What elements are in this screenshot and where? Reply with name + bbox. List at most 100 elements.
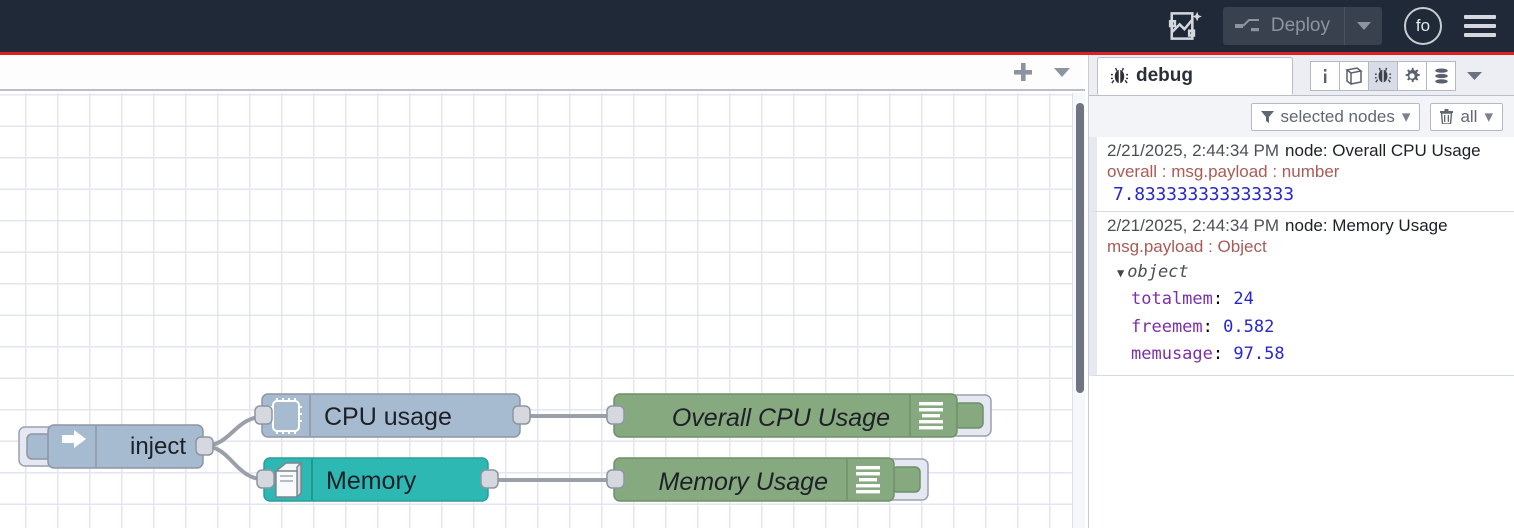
node-inject[interactable]: inject: [18, 424, 214, 469]
chevron-down-icon: ▾: [1401, 106, 1411, 126]
debug-filter-row: selected nodes ▾ all ▾: [1089, 96, 1514, 137]
flow-graph: inject: [18, 393, 992, 502]
app-header: Deploy fo: [0, 0, 1514, 52]
flow-tab-bar: [0, 55, 1085, 91]
inject-label: inject: [130, 433, 186, 460]
debug-sidebar: debug: [1088, 55, 1514, 528]
memory-input-port[interactable]: [256, 469, 275, 489]
cpu-usage-input-port[interactable]: [254, 405, 273, 425]
flow-assistant-button[interactable]: [1167, 7, 1205, 45]
avatar-initials: fo: [1415, 16, 1431, 35]
sidebar-tool-context[interactable]: [1426, 61, 1456, 91]
memory-output-port[interactable]: [480, 469, 499, 489]
debug-clear-label: all: [1460, 106, 1478, 126]
debug-node-filter-button[interactable]: selected nodes ▾: [1250, 102, 1421, 131]
flow-tab-menu-button[interactable]: [1053, 67, 1071, 78]
memory-usage-input-port[interactable]: [606, 469, 625, 489]
debug-object-property: totalmem: 24: [1107, 286, 1509, 314]
user-avatar[interactable]: fo: [1404, 7, 1442, 45]
sidebar-tool-config[interactable]: [1397, 61, 1427, 91]
debug-property-value: 0.582: [1223, 316, 1275, 337]
sidebar-tool-buttons: [1310, 61, 1483, 91]
memory-usage-label: Memory Usage: [659, 468, 829, 496]
debug-property-value: 97.58: [1233, 344, 1285, 365]
debug-lines-icon: [856, 466, 880, 494]
cpu-chip-icon: [270, 398, 302, 434]
arrow-right-icon: [62, 430, 86, 448]
flow-workspace: inject: [0, 55, 1085, 528]
chevron-down-icon: ▾: [1484, 106, 1493, 126]
info-icon: [1324, 69, 1327, 83]
debug-message-value: 7.833333333333333: [1113, 183, 1294, 205]
hamburger-menu-icon: [1464, 15, 1496, 19]
debug-message-source: node: Memory Usage: [1285, 215, 1448, 235]
main-menu-button[interactable]: [1464, 15, 1496, 37]
flow-assistant-icon: [1168, 11, 1202, 40]
sidebar-tool-help[interactable]: [1339, 61, 1369, 91]
debug-message[interactable]: 2/21/2025, 2:44:34 PM node: Overall CPU U…: [1089, 137, 1514, 212]
memory-label: Memory: [326, 467, 417, 495]
hamburger-bar-2: [1464, 24, 1496, 28]
database-icon: [1434, 68, 1448, 84]
overall-cpu-debug-button[interactable]: [954, 402, 984, 429]
node-memory[interactable]: Memory: [256, 457, 499, 502]
header-accent-line: [0, 52, 1514, 55]
debug-message-source: node: Overall CPU Usage: [1285, 141, 1481, 160]
debug-lines-icon: [919, 402, 943, 430]
flow-canvas[interactable]: inject: [0, 93, 1072, 528]
sidebar-tools-more-button[interactable]: [1466, 71, 1483, 81]
debug-message-timestamp: 2/21/2025, 2:44:34 PM: [1107, 141, 1280, 160]
canvas-vertical-scrollbar[interactable]: [1072, 93, 1085, 528]
trash-icon: [1440, 109, 1454, 124]
debug-node-filter-label: selected nodes: [1280, 106, 1395, 126]
overall-cpu-label: Overall CPU Usage: [672, 404, 890, 432]
book-icon: [1345, 67, 1363, 85]
debug-property-separator: :: [1202, 316, 1224, 337]
deploy-button-main[interactable]: Deploy: [1223, 7, 1344, 45]
debug-clear-button[interactable]: all ▾: [1430, 102, 1503, 131]
canvas-scrollbar-thumb[interactable]: [1076, 103, 1084, 393]
node-overall-cpu-usage[interactable]: Overall CPU Usage: [606, 393, 992, 438]
bug-icon: [1374, 67, 1392, 83]
bug-icon: [1110, 67, 1129, 84]
debug-property-key: totalmem: [1131, 289, 1213, 310]
add-flow-tab-button[interactable]: [1011, 60, 1035, 84]
node-memory-usage[interactable]: Memory Usage: [606, 457, 929, 502]
debug-message-list[interactable]: 2/21/2025, 2:44:34 PM node: Overall CPU U…: [1089, 137, 1514, 528]
cpu-usage-output-port[interactable]: [512, 405, 531, 425]
node-cpu-usage[interactable]: CPU usage: [254, 393, 531, 438]
debug-object-property: freemem: 0.582: [1107, 314, 1509, 342]
debug-property-separator: :: [1212, 289, 1234, 310]
debug-property-separator: :: [1212, 344, 1234, 365]
caret-down-icon: ▼: [1117, 265, 1125, 280]
overall-cpu-input-port[interactable]: [606, 405, 625, 425]
deploy-node-icon: [1234, 19, 1259, 32]
deploy-dropdown-toggle[interactable]: [1344, 7, 1382, 45]
debug-property-key: freemem: [1131, 316, 1203, 337]
server-tower-icon: [275, 461, 302, 499]
gear-icon: [1405, 67, 1420, 83]
debug-object-property: memusage: 97.58: [1107, 341, 1509, 369]
memory-usage-debug-button[interactable]: [891, 466, 921, 493]
tab-debug-label: debug: [1136, 65, 1193, 86]
deploy-button[interactable]: Deploy: [1222, 7, 1382, 45]
chevron-down-icon: [1356, 22, 1371, 30]
inject-output-port[interactable]: [195, 436, 214, 456]
deploy-label: Deploy: [1270, 15, 1330, 36]
chevron-down-icon: [1054, 67, 1070, 77]
sidebar-tool-debug[interactable]: [1368, 61, 1398, 91]
hamburger-bar-3: [1464, 33, 1496, 37]
debug-message-topic: overall : msg.payload : number: [1107, 162, 1340, 181]
debug-message-timestamp: 2/21/2025, 2:44:34 PM: [1107, 215, 1280, 235]
debug-property-value: 24: [1233, 289, 1254, 310]
chevron-down-icon: [1467, 72, 1482, 80]
cpu-usage-label: CPU usage: [324, 403, 452, 431]
debug-object-expander[interactable]: ▼object: [1107, 259, 1509, 286]
sidebar-tool-info[interactable]: [1310, 61, 1340, 91]
debug-message-header: 2/21/2025, 2:44:34 PM node: Overall CPU U…: [1107, 141, 1509, 161]
tab-debug[interactable]: debug: [1097, 57, 1293, 95]
sidebar-tab-row: debug: [1089, 55, 1514, 96]
funnel-icon: [1260, 110, 1274, 123]
